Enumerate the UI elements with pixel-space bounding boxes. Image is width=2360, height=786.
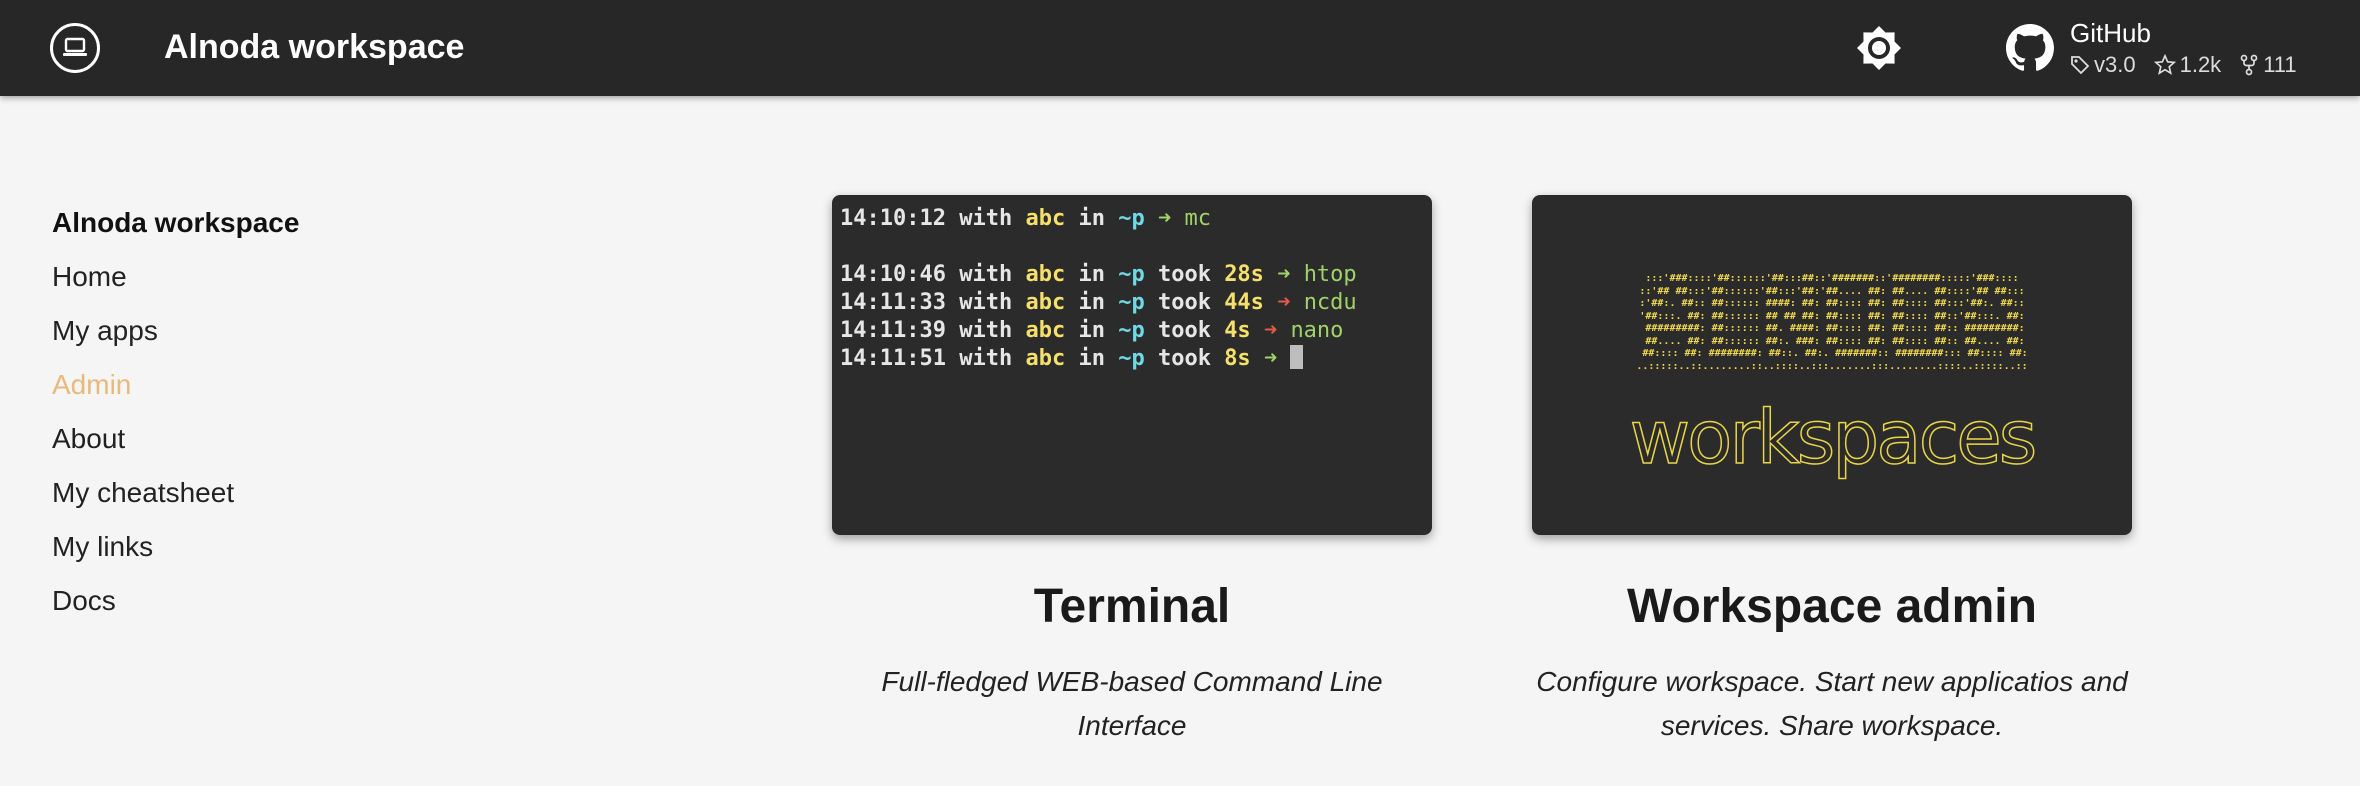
stars-fact: 1.2k: [2153, 52, 2222, 78]
sidebar-title[interactable]: Alnoda workspace: [52, 207, 300, 238]
workspace-admin-card-title[interactable]: Workspace admin: [1627, 580, 2037, 633]
github-repo-link[interactable]: GitHub v3.0 1.2k 111: [2006, 18, 2336, 80]
terminal-line: 14:10:46 with abc in ~p took 28s ➜ htop: [840, 262, 1357, 287]
stars-count: 1.2k: [2179, 52, 2222, 77]
forks-count: 111: [2263, 52, 2297, 77]
github-icon: [2006, 24, 2054, 71]
terminal-preview-image[interactable]: 14:10:12 with abc in ~p ➜ mc 14:10:46 wi…: [832, 195, 1432, 535]
sidebar-nav: Alnoda workspace Home My apps Admin Abou…: [52, 204, 452, 636]
terminal-line: 14:10:12 with abc in ~p ➜ mc: [840, 206, 1211, 231]
terminal-card: 14:10:12 with abc in ~p ➜ mc 14:10:46 wi…: [832, 195, 1432, 748]
repo-facts: v3.0 1.2k 111: [2070, 52, 2297, 78]
terminal-line: 14:11:39 with abc in ~p took 4s ➜ nano: [840, 318, 1344, 343]
version-fact: v3.0: [2070, 52, 2136, 78]
fork-icon: [2240, 54, 2258, 76]
terminal-line: 14:11:33 with abc in ~p took 44s ➜ ncdu: [840, 290, 1357, 315]
forks-fact: 111: [2239, 52, 2297, 78]
workspace-admin-card-description: Configure workspace. Start new applicati…: [1536, 666, 2128, 741]
terminal-output: 14:10:12 with abc in ~p ➜ mc 14:10:46 wi…: [840, 205, 1357, 373]
top-header: Alnoda workspace GitHub v3.0 1.2k 111: [0, 0, 2360, 96]
workspace-admin-preview-image[interactable]: :::'###::::'##::::::'##:::##::'#######::…: [1532, 195, 2132, 535]
sidebar-item-home[interactable]: Home: [52, 261, 127, 292]
workspace-admin-card: :::'###::::'##::::::'##:::##::'#######::…: [1532, 195, 2132, 748]
ascii-art-banner: :::'###::::'##::::::'##:::##::'#######::…: [1636, 273, 2028, 372]
terminal-card-description: Full-fledged WEB-based Command Line Inte…: [881, 666, 1383, 741]
sidebar-item-my-cheatsheet[interactable]: My cheatsheet: [52, 477, 235, 508]
tag-icon: [2071, 56, 2090, 75]
version-label: v3.0: [2094, 52, 2136, 77]
star-icon: [2153, 54, 2176, 75]
sidebar-item-about[interactable]: About: [52, 423, 126, 454]
sidebar-item-my-links[interactable]: My links: [52, 531, 154, 562]
terminal-card-title[interactable]: Terminal: [1033, 580, 1231, 633]
sidebar-item-admin[interactable]: Admin: [52, 369, 132, 400]
sidebar-item-docs[interactable]: Docs: [52, 585, 116, 616]
repo-name: GitHub: [2070, 18, 2151, 48]
laptop-icon[interactable]: [50, 23, 100, 73]
workspaces-wordmark: workspaces: [1629, 394, 2038, 482]
sidebar-item-my-apps[interactable]: My apps: [52, 315, 158, 346]
terminal-line: 14:11:51 with abc in ~p took 8s ➜: [840, 345, 1304, 371]
terminal-cursor: [1290, 345, 1304, 369]
brightness-icon[interactable]: [1856, 25, 1902, 71]
site-title[interactable]: Alnoda workspace: [164, 28, 465, 66]
